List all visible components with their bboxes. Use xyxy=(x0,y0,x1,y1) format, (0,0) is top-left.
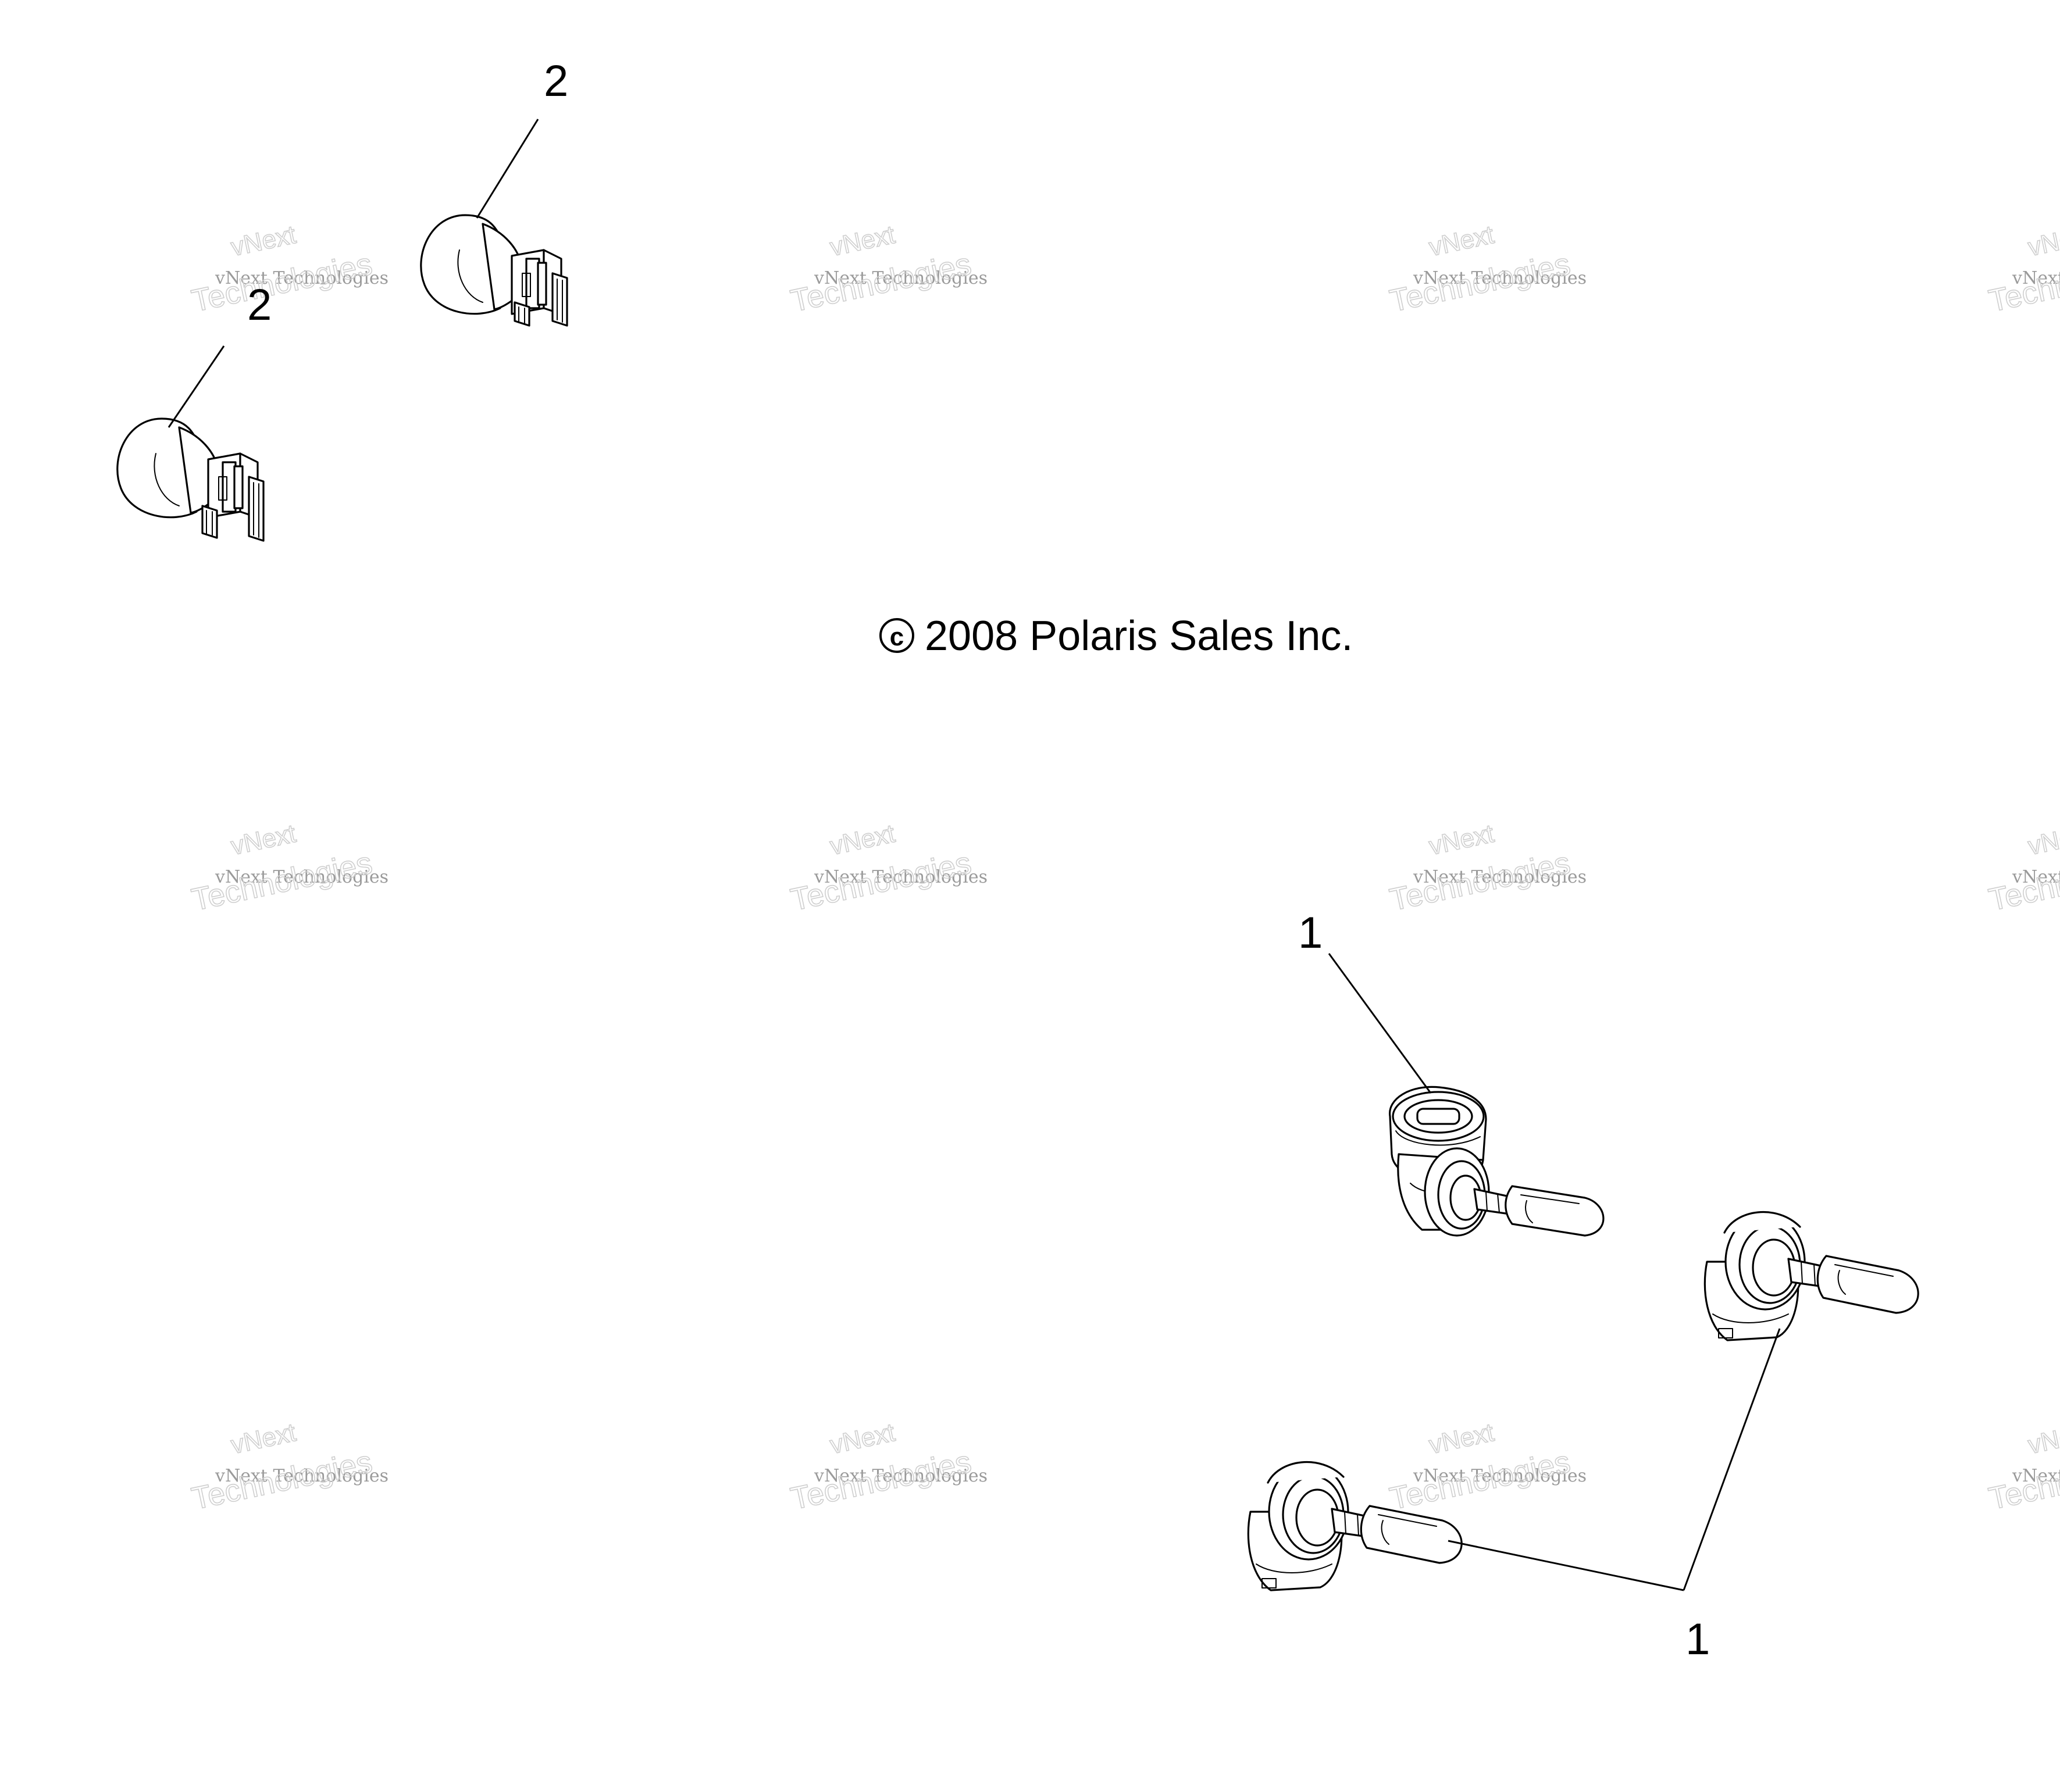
leader-line-1-lower-b xyxy=(1683,1328,1781,1591)
copyright-text: 2008 Polaris Sales Inc. xyxy=(925,613,1353,659)
watermark-line1: vNext xyxy=(229,819,298,861)
watermark-line1: vNext xyxy=(828,819,897,861)
watermark-line2: vNext Technologies xyxy=(215,268,389,288)
wedge-bulb-lower[interactable] xyxy=(116,417,265,542)
watermark-line3: Technologies xyxy=(188,1444,375,1516)
callout-1-upper: 1 xyxy=(1298,908,1323,958)
watermark-line2: vNext Technologies xyxy=(215,867,389,887)
watermark-line2: vNext Technologies xyxy=(2012,1466,2060,1486)
watermark-line1: vNext xyxy=(828,220,897,262)
halogen-headlight-bulb-upper[interactable] xyxy=(1389,1086,1605,1237)
watermark-line1: vNext xyxy=(828,1418,897,1459)
watermark-line3: Technologies xyxy=(1387,845,1573,918)
copyright-notice: c 2008 Polaris Sales Inc. xyxy=(879,613,1353,659)
watermark-line3: Technologies xyxy=(188,247,375,319)
watermark-line3: Technologies xyxy=(787,1444,974,1516)
watermark-line3: Technologies xyxy=(787,845,974,918)
watermark-line2: vNext Technologies xyxy=(814,1466,988,1486)
watermark-line3: Technologies xyxy=(188,845,375,918)
halogen-headlight-bulb-right[interactable] xyxy=(1703,1211,1919,1341)
leader-line-2-lower xyxy=(167,345,225,428)
watermark-line2: vNext Technologies xyxy=(1413,1466,1587,1486)
watermark-line2: vNext Technologies xyxy=(814,867,988,887)
watermark-line1: vNext xyxy=(1427,1418,1496,1459)
watermark-line1: vNext xyxy=(1427,220,1496,262)
watermark-line1: vNext xyxy=(1427,819,1496,861)
watermark-line2: vNext Technologies xyxy=(2012,268,2060,288)
callout-2-lower: 2 xyxy=(247,280,272,330)
callout-1-lower: 1 xyxy=(1685,1615,1710,1664)
watermark-line1: vNext xyxy=(2026,819,2060,861)
wedge-bulb-upper[interactable] xyxy=(420,214,568,327)
watermark-line2: vNext Technologies xyxy=(2012,867,2060,887)
watermark-line1: vNext xyxy=(229,220,298,262)
watermark-line3: Technologies xyxy=(1387,247,1573,319)
watermark-line3: Technologies xyxy=(787,247,974,319)
leader-line-2-upper xyxy=(476,119,539,219)
watermark-line2: vNext Technologies xyxy=(1413,268,1587,288)
watermark-line1: vNext xyxy=(2026,1418,2060,1459)
watermark-line1: vNext xyxy=(229,1418,298,1459)
watermark-line3: Technologies xyxy=(1387,1444,1573,1516)
leader-lines xyxy=(167,119,1781,1591)
copyright-symbol-circle xyxy=(879,618,914,653)
halogen-headlight-bulb-lower[interactable] xyxy=(1247,1461,1463,1591)
leader-line-1-upper xyxy=(1328,953,1432,1094)
watermark-line2: vNext Technologies xyxy=(1413,867,1587,887)
leader-line-1-lower-a xyxy=(1448,1540,1684,1591)
watermark-line2: vNext Technologies xyxy=(215,1466,389,1486)
copyright-symbol: c xyxy=(890,623,904,651)
callout-2-upper: 2 xyxy=(544,56,568,106)
watermark-line2: vNext Technologies xyxy=(814,268,988,288)
watermark-line1: vNext xyxy=(2026,220,2060,262)
